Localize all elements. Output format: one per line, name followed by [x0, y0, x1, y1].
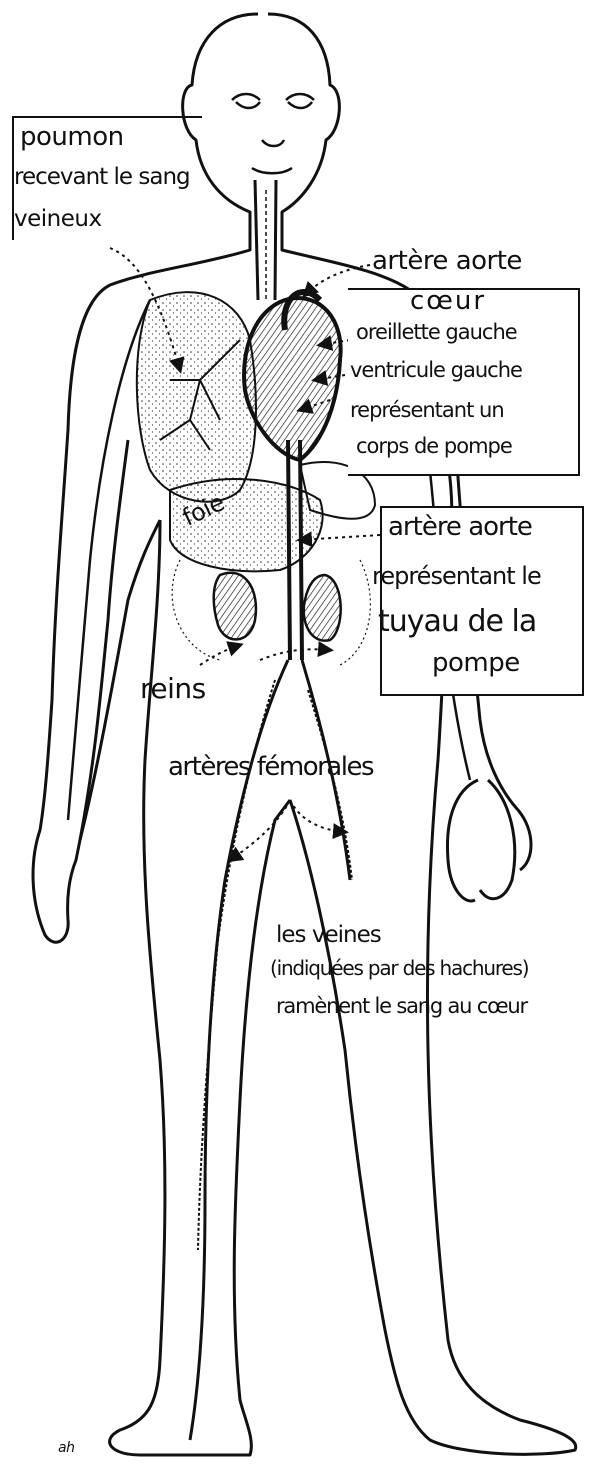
aorte-description-line: tuyau de la [378, 604, 536, 639]
poumon-description-line: veineux [14, 206, 102, 232]
coeur-title: cœur [410, 286, 486, 316]
reins-label: reins [140, 672, 206, 705]
coeur-description-line: corps de pompe [356, 434, 512, 458]
artere-aorte-top-label: artère aorte [372, 246, 522, 276]
aorte-description-line: pompe [432, 648, 520, 678]
arteres-femorales-label: artères fémorales [168, 752, 373, 782]
neck-vessels [255, 180, 276, 300]
face [232, 94, 314, 173]
veines-description-line: ramènent le sang au cœur [276, 994, 527, 1018]
veines-description-line: (indiquées par des hachures) [270, 956, 528, 980]
poumon-label: poumon [20, 122, 124, 152]
veines-label: les veines [276, 922, 381, 948]
artist-signature: ah [58, 1440, 74, 1456]
kidneys [214, 573, 341, 641]
coeur-description-line: représentant un [350, 398, 504, 422]
artere-aorte-box-label: artère aorte [388, 512, 532, 542]
ventricule-gauche-label: ventricule gauche [350, 358, 522, 382]
heart [244, 298, 341, 460]
poumon-description-line: recevant le sang [14, 164, 190, 190]
aorte-description-line: représentant le [372, 562, 541, 590]
oreillette-gauche-label: oreillette gauche [356, 320, 517, 344]
